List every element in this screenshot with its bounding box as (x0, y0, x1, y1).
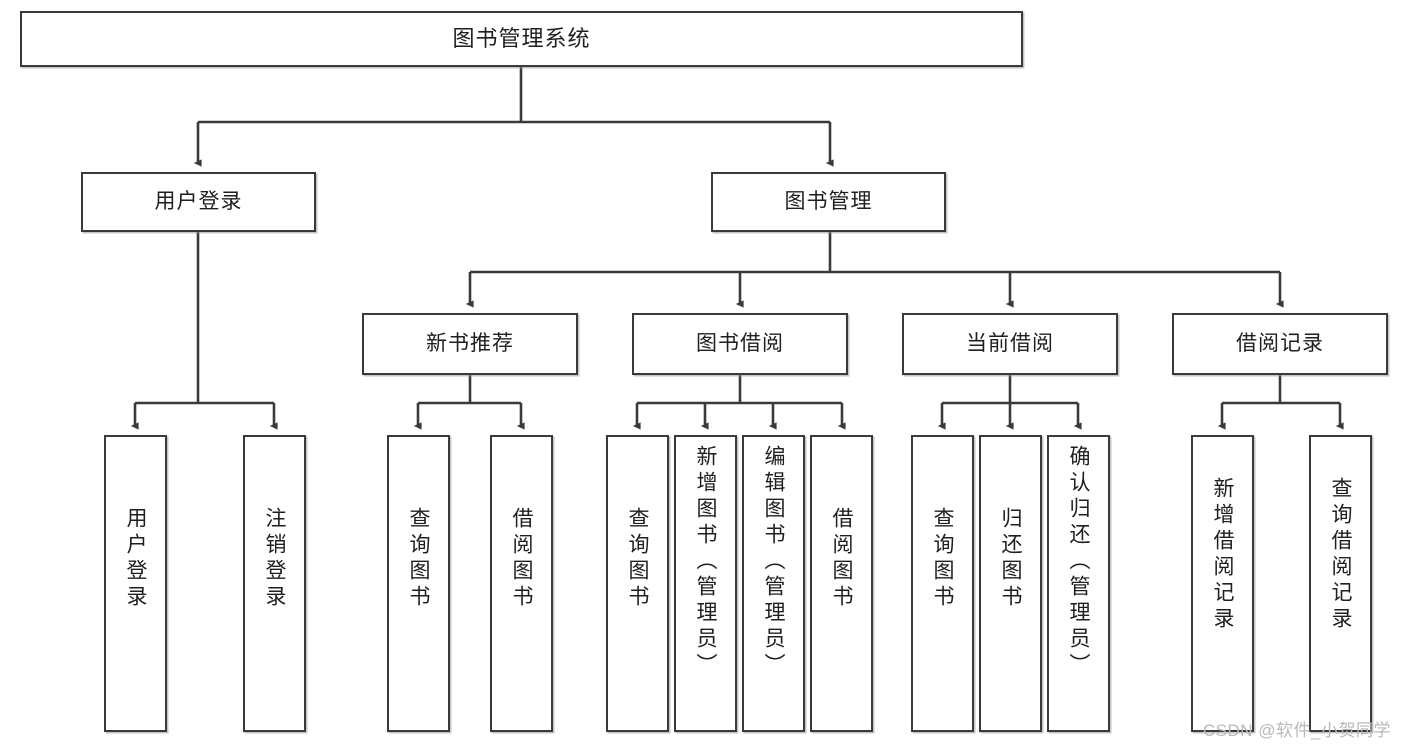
node-leaf-query-book-2[interactable]: 查询图书 (606, 435, 669, 732)
node-leaf-add-borrow-record[interactable]: 新增借阅记录 (1191, 435, 1254, 732)
node-borrow-record[interactable]: 借阅记录 (1172, 313, 1388, 375)
node-label: 归还图书 (999, 507, 1022, 611)
node-label: 查询图书 (626, 507, 649, 611)
node-label: 图书借阅 (696, 331, 784, 355)
node-label: 当前借阅 (966, 331, 1054, 355)
node-leaf-borrow-book-1[interactable]: 借阅图书 (490, 435, 553, 732)
node-leaf-query-borrow-record[interactable]: 查询借阅记录 (1309, 435, 1372, 732)
node-new-book-recommend[interactable]: 新书推荐 (362, 313, 578, 375)
node-leaf-confirm-return[interactable]: 确认归还（管理员） (1047, 435, 1110, 732)
node-label: 确认归还（管理员） (1067, 445, 1090, 679)
node-label: 查询图书 (931, 507, 954, 611)
node-user-login[interactable]: 用户登录 (81, 172, 316, 232)
node-leaf-add-book[interactable]: 新增图书（管理员） (674, 435, 737, 732)
node-book-management[interactable]: 图书管理 (711, 172, 946, 232)
node-label: 新增图书（管理员） (694, 445, 717, 679)
node-label: 新书推荐 (426, 331, 514, 355)
node-leaf-edit-book[interactable]: 编辑图书（管理员） (742, 435, 805, 732)
node-leaf-user-login[interactable]: 用户登录 (104, 435, 167, 732)
node-leaf-borrow-book-2[interactable]: 借阅图书 (810, 435, 873, 732)
node-label: 查询图书 (407, 507, 430, 611)
node-label: 新增借阅记录 (1211, 477, 1234, 633)
node-current-borrow[interactable]: 当前借阅 (902, 313, 1118, 375)
node-leaf-return-book[interactable]: 归还图书 (979, 435, 1042, 732)
node-label: 图书管理 (784, 189, 873, 213)
node-label: 借阅图书 (830, 507, 853, 611)
csdn-watermark: CSDN @软件_小贺同学 (1202, 721, 1391, 740)
node-leaf-query-book-1[interactable]: 查询图书 (387, 435, 450, 732)
node-label: 借阅记录 (1236, 331, 1324, 355)
node-label: 用户登录 (124, 507, 147, 611)
node-leaf-query-book-3[interactable]: 查询图书 (911, 435, 974, 732)
node-label: 借阅图书 (510, 507, 533, 611)
node-book-management-system[interactable]: 图书管理系统 (20, 11, 1023, 67)
node-label: 编辑图书（管理员） (762, 445, 785, 679)
node-label: 用户登录 (154, 189, 243, 213)
node-label: 查询借阅记录 (1329, 477, 1352, 633)
node-label: 图书管理系统 (452, 26, 591, 52)
node-book-borrow[interactable]: 图书借阅 (632, 313, 848, 375)
node-label: 注销登录 (263, 507, 286, 611)
node-leaf-logout-login[interactable]: 注销登录 (243, 435, 306, 732)
